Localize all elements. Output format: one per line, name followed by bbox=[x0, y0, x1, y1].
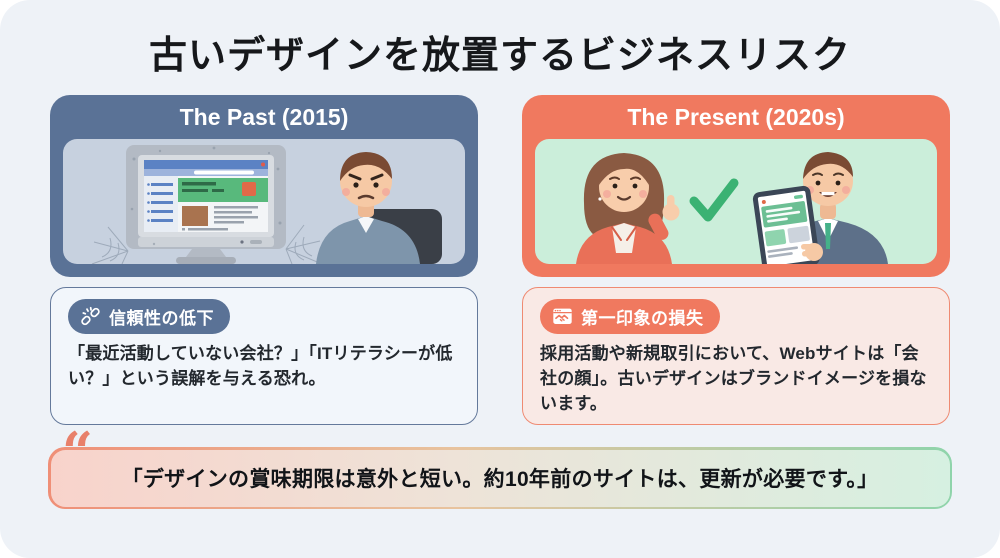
page-title: 古いデザインを放置するビジネスリスク bbox=[148, 35, 851, 77]
crt-monitor-icon bbox=[126, 145, 286, 264]
quote-banner: “ 「デザインの賞味期限は意外と短い。約10年前のサイトは、更新が必要です。」 bbox=[48, 425, 952, 509]
quote-gradient-border: 「デザインの賞味期限は意外と短い。約10年前のサイトは、更新が必要です。」 bbox=[48, 447, 952, 509]
comparison-columns: The Past (2015) bbox=[0, 79, 1000, 425]
smiling-woman bbox=[576, 153, 680, 264]
quote-bar: 「デザインの賞味期限は意外と短い。約10年前のサイトは、更新が必要です。」 bbox=[50, 449, 950, 507]
present-badge-label: 第一印象の損失 bbox=[581, 309, 704, 328]
past-badge-label: 信頼性の低下 bbox=[109, 309, 214, 328]
modern-scene bbox=[576, 152, 888, 264]
broken-link-icon bbox=[80, 306, 101, 327]
present-info-card: 第一印象の損失 採用活動や新規取引において、Webサイトは「会社の顔」。古いデザ… bbox=[522, 287, 950, 425]
present-panel: The Present (2020s) bbox=[522, 95, 950, 277]
cobweb-icon bbox=[91, 224, 323, 264]
frustrated-man bbox=[316, 152, 442, 264]
old-computer-scene bbox=[91, 145, 442, 264]
tablet-icon bbox=[752, 185, 820, 264]
present-panel-header: The Present (2020s) bbox=[627, 104, 845, 130]
past-column: The Past (2015) bbox=[50, 95, 478, 425]
old-website-illustration bbox=[63, 139, 465, 264]
handshake-icon bbox=[552, 306, 573, 327]
past-panel: The Past (2015) bbox=[50, 95, 478, 277]
past-body-text: 「最近活動していない会社？」「ITリテラシーが低い？」という誤解を与える恐れ。 bbox=[68, 344, 453, 388]
checkmark-icon bbox=[689, 178, 739, 222]
present-risk-badge: 第一印象の損失 bbox=[540, 299, 720, 334]
past-panel-header: The Past (2015) bbox=[179, 104, 349, 130]
past-risk-badge: 信頼性の低下 bbox=[68, 299, 230, 334]
present-body-text: 採用活動や新規取引において、Webサイトは「会社の顔」。古いデザインはブランドイ… bbox=[540, 344, 927, 413]
present-column: The Present (2020s) bbox=[522, 95, 950, 425]
quote-mark-icon: “ bbox=[62, 420, 94, 484]
modern-website-illustration bbox=[535, 139, 937, 264]
holding-hand bbox=[801, 243, 823, 261]
dust-speckles bbox=[130, 146, 282, 246]
past-info-card: 信頼性の低下 「最近活動していない会社？」「ITリテラシーが低い？」という誤解を… bbox=[50, 287, 478, 425]
quote-text: 「デザインの賞味期限は意外と短い。約10年前のサイトは、更新が必要です。」 bbox=[121, 468, 879, 491]
